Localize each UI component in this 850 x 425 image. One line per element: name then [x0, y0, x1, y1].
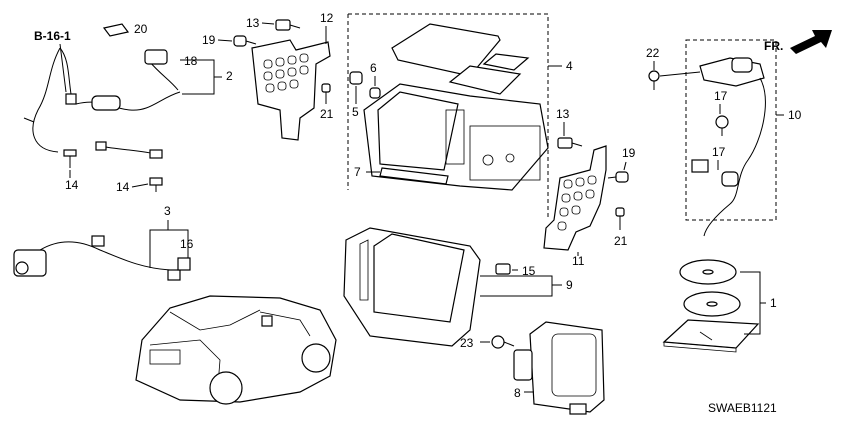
- leader-9: [480, 275, 553, 297]
- callout-8: 8: [514, 386, 521, 400]
- callout-16: 16: [180, 237, 194, 251]
- screw-22-icon: [648, 70, 660, 90]
- bolt-19a-icon: [233, 35, 257, 47]
- callout-9: 9: [566, 278, 573, 292]
- screw-13a-icon: [275, 19, 301, 31]
- callout-5: 5: [352, 105, 359, 119]
- bolt-14a-icon: [63, 149, 77, 168]
- clip-6-icon: [369, 87, 381, 99]
- callout-13b: 13: [556, 107, 570, 121]
- callout-10: 10: [788, 108, 802, 122]
- protective-film-part: [391, 23, 530, 95]
- leader-3: [149, 229, 189, 268]
- callout-21b: 21: [614, 234, 628, 248]
- screw-21a-icon: [321, 83, 331, 104]
- left-bracket-part: [251, 39, 331, 141]
- callout-18: 18: [184, 54, 198, 68]
- display-panel-part: [343, 227, 481, 347]
- right-bracket-part: [543, 145, 607, 251]
- clip-15-icon: [495, 263, 511, 275]
- callout-19b: 19: [622, 146, 636, 160]
- clamp-17a-icon: [715, 115, 729, 136]
- front-arrow-icon: [790, 30, 832, 54]
- camera-harness-part: [13, 235, 191, 281]
- panel-7-part: [379, 167, 449, 185]
- callout-13a: 13: [246, 16, 260, 30]
- wire-harness-part: [23, 47, 181, 159]
- navigation-head-unit-part: [363, 83, 549, 191]
- pad-part: [102, 23, 130, 37]
- callout-11: 11: [572, 254, 585, 268]
- callout-2: 2: [226, 69, 233, 83]
- vehicle-outline: [135, 295, 337, 405]
- front-direction-label: FR.: [764, 39, 783, 53]
- screw-21b-icon: [615, 207, 625, 230]
- bolt-14b-icon: [149, 177, 163, 192]
- callout-1: 1: [770, 296, 777, 310]
- callout-20: 20: [134, 22, 148, 36]
- callout-17a: 17: [714, 89, 728, 103]
- bolt-23-icon: [491, 335, 515, 349]
- callout-22: 22: [646, 46, 660, 60]
- callout-17b: 17: [712, 145, 726, 159]
- reference-label: B-16-1: [34, 29, 71, 43]
- callout-21a: 21: [320, 107, 334, 121]
- navigation-disc-part: [662, 259, 760, 353]
- bolt-19b-icon: [607, 171, 629, 183]
- assembly-box-4: [348, 13, 549, 220]
- callout-3: 3: [164, 204, 171, 218]
- callout-6: 6: [370, 61, 377, 75]
- screw-13b-icon: [557, 137, 583, 149]
- control-unit-part: [513, 321, 605, 415]
- callout-23: 23: [460, 336, 474, 350]
- diagram-code: SWAEB1121: [708, 401, 777, 415]
- callout-4: 4: [566, 59, 573, 73]
- callout-7: 7: [354, 165, 361, 179]
- assembly-box-10: [685, 39, 777, 221]
- ref-leader: [59, 43, 67, 93]
- callout-12: 12: [320, 11, 334, 25]
- nut-5-icon: [349, 71, 363, 85]
- callout-19a: 19: [202, 33, 216, 47]
- callout-15: 15: [522, 264, 536, 278]
- gps-antenna-part: [691, 57, 766, 237]
- callout-14a: 14: [65, 178, 79, 192]
- callout-14b: 14: [116, 180, 130, 194]
